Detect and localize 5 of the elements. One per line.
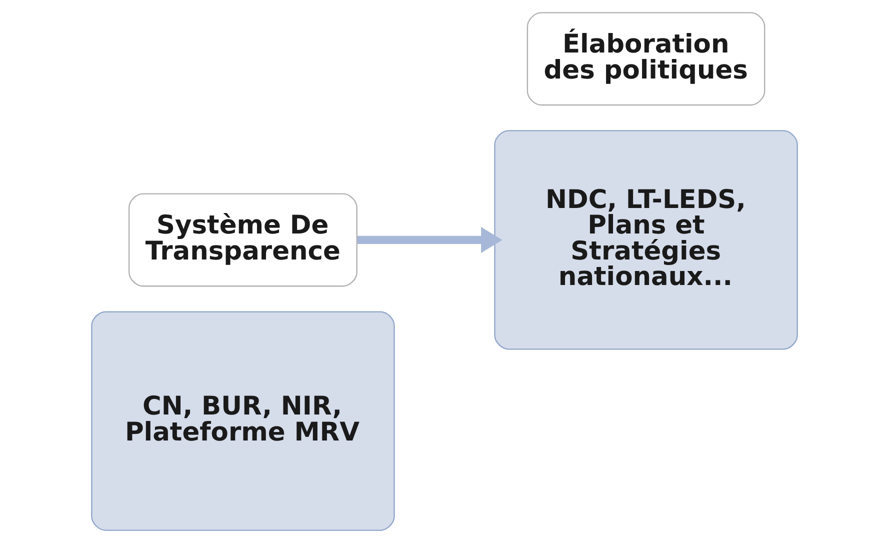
node-box: NDC, LT-LEDS, Plans et Stratégies nationaux... xyxy=(494,130,798,350)
node-box: CN, BUR, NIR, Plateforme MRV xyxy=(91,311,395,531)
arrow xyxy=(357,226,502,253)
node-box: Élaboration des politiques xyxy=(526,12,766,106)
node-box: Système De Transparence xyxy=(128,193,358,287)
